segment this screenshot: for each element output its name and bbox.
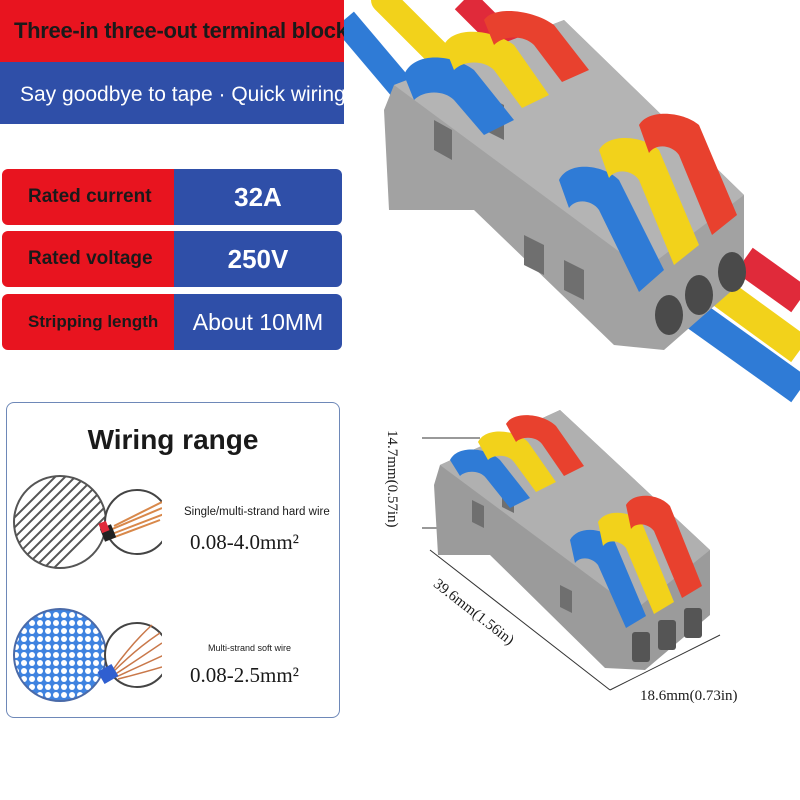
hard-wire-range: 0.08-4.0mm² [190,530,299,554]
dimension-width: 18.6mm(0.73in) [640,688,738,704]
product-title: Three-in three-out terminal block [14,18,348,43]
spec-row-stripping: Stripping length About 10MM [2,294,342,350]
hard-wire-icon [13,475,162,569]
connector-image [344,0,800,403]
spec-value: 250V [174,231,342,287]
hard-wire-caption: Single/multi-strand hard wire [184,506,330,518]
soft-wire-range: 0.08-2.5mm² [190,663,299,687]
wiring-range-title: Wiring range [87,424,259,455]
spec-label: Stripping length [2,294,174,350]
soft-wire-icon [13,608,162,702]
spec-label: Rated current [2,169,174,225]
spec-value: About 10MM [174,294,342,350]
dimension-height: 14.7mm(0.57in) [384,430,400,528]
product-subtitle: Say goodbye to tape · Quick wiring [20,83,346,106]
spec-value: 32A [174,169,342,225]
dimension-connector-image [422,410,721,691]
product-subtitle-banner: Say goodbye to tape · Quick wiring [0,62,346,124]
soft-wire-caption: Multi-strand soft wire [208,643,292,653]
spec-row-voltage: Rated voltage 250V [2,231,342,287]
spec-label: Rated voltage [2,231,174,287]
product-title-banner: Three-in three-out terminal block [0,0,348,62]
spec-row-current: Rated current 32A [2,169,342,225]
